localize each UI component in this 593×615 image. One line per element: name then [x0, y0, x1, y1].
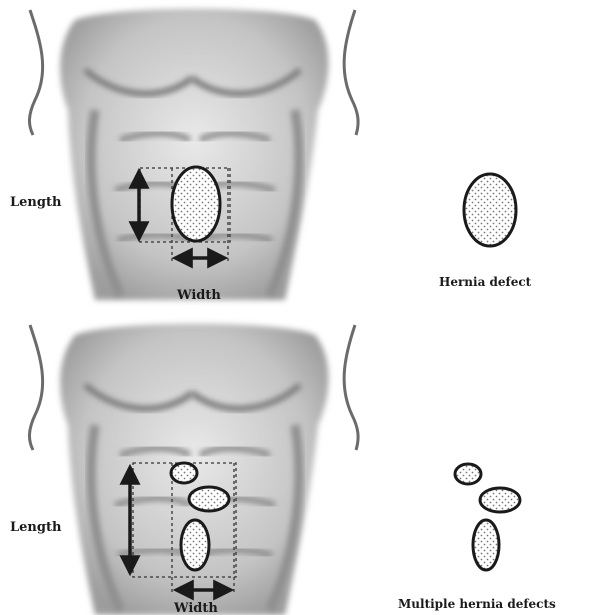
hernia-defect-icon — [464, 174, 516, 246]
panel-single-defect: Length Width Hernia defect — [10, 9, 532, 303]
hernia-defect-ellipse — [189, 487, 229, 511]
hernia-defect-icon — [480, 488, 520, 512]
width-label: Width — [173, 601, 218, 615]
hernia-defect-ellipse — [181, 520, 209, 570]
width-label: Width — [176, 288, 221, 303]
hernia-defect-icon — [455, 464, 481, 484]
length-label: Length — [10, 520, 62, 535]
hernia-defect-ellipse — [172, 167, 220, 241]
panel-multiple-defects: Length Width Multiple hernia defects — [10, 324, 556, 615]
hernia-defect-icon — [473, 520, 499, 570]
caption-multiple-hernia-defects: Multiple hernia defects — [398, 597, 556, 611]
hernia-defect-ellipse — [171, 463, 197, 483]
caption-hernia-defect: Hernia defect — [439, 275, 532, 289]
length-label: Length — [10, 195, 62, 210]
